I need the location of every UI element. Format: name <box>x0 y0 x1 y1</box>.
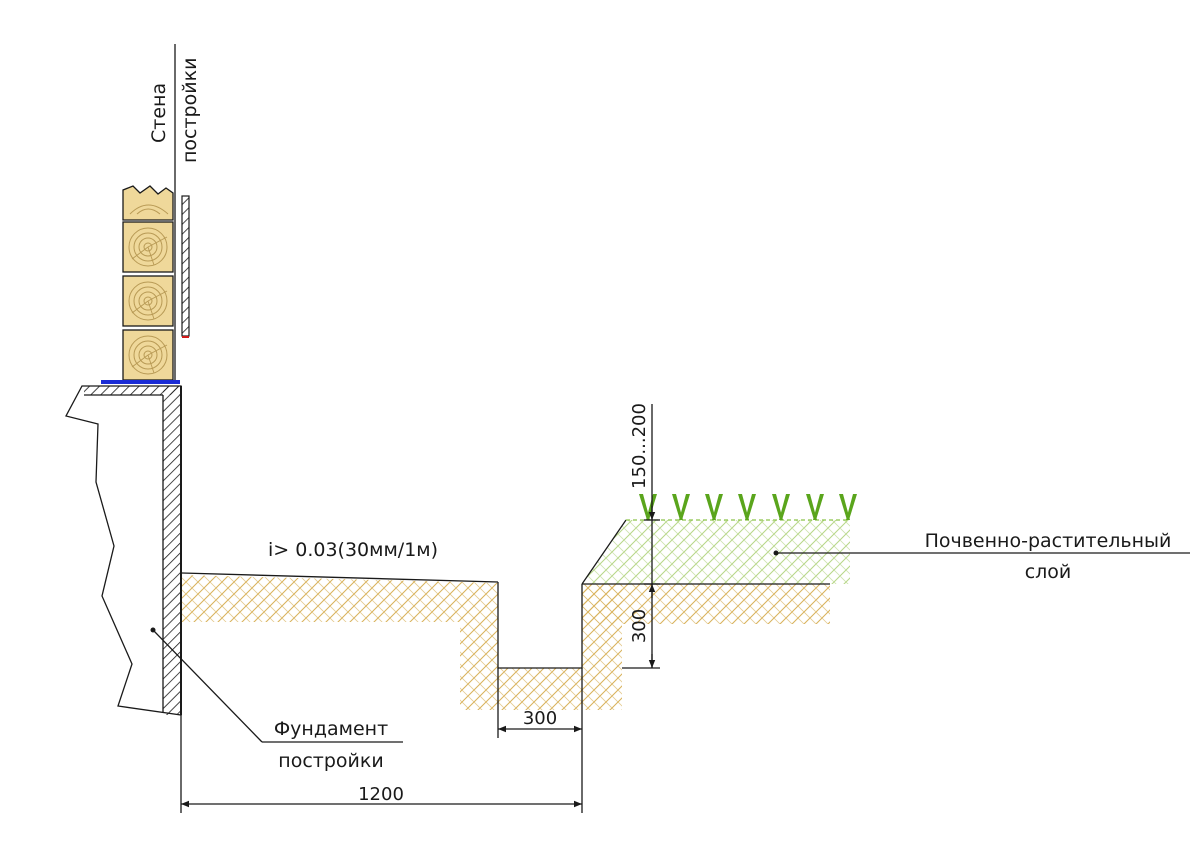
topsoil-layer <box>582 520 850 584</box>
drain-trench-outline <box>497 582 583 669</box>
foundation-label-line1: Фундамент <box>274 718 388 740</box>
foundation-label-line2: постройки <box>278 750 383 772</box>
foundation-hatch-side <box>163 386 181 715</box>
grass-tuft-icon <box>705 494 723 520</box>
soil-thickness-dimension: 150...200 <box>629 403 650 489</box>
wall-label-line1: Стена <box>148 83 170 143</box>
foundation-hatch-top <box>84 386 181 395</box>
total-width-dimension-line: 1200 <box>180 715 582 813</box>
grass-tuft-icon <box>738 494 756 520</box>
slope-label: i> 0.03(30мм/1м) <box>268 539 438 561</box>
grass-tuft-icon <box>772 494 790 520</box>
log-section-icon <box>122 275 174 327</box>
wall-label-line2: постройки <box>179 58 201 163</box>
grass-tuft-icon <box>839 494 857 520</box>
grass-tuft-icon <box>672 494 690 520</box>
foundation <box>65 385 182 716</box>
foundation-callout: Фундамент постройки <box>152 629 403 772</box>
grass-tuft-icon <box>806 494 824 520</box>
log-section-icon <box>122 185 174 221</box>
wall-label: Стена постройки <box>148 58 201 163</box>
soil-label-line1: Почвенно-растительный <box>925 530 1172 552</box>
trench-depth-dimension: 300 <box>629 609 650 643</box>
earth-right <box>582 584 830 624</box>
topsoil-slope-edge <box>581 519 627 585</box>
vertical-dimension: 150...200 300 <box>622 403 660 669</box>
grass-row <box>639 494 857 520</box>
soil-callout: Почвенно-растительный слой <box>776 530 1190 583</box>
earth-under-slope <box>182 575 498 622</box>
trench-width-dimension-line: 300 <box>497 668 583 813</box>
log-section-icon <box>122 221 174 273</box>
trench-width-dimension: 300 <box>523 708 557 729</box>
grass-tuft-icon <box>639 494 657 520</box>
slope-line <box>181 572 499 583</box>
log-section-icon <box>122 329 174 381</box>
building-wall <box>101 44 190 384</box>
wall-cladding <box>181 195 190 337</box>
soil-label-line2: слой <box>1025 561 1072 583</box>
total-width-dimension: 1200 <box>358 784 404 805</box>
